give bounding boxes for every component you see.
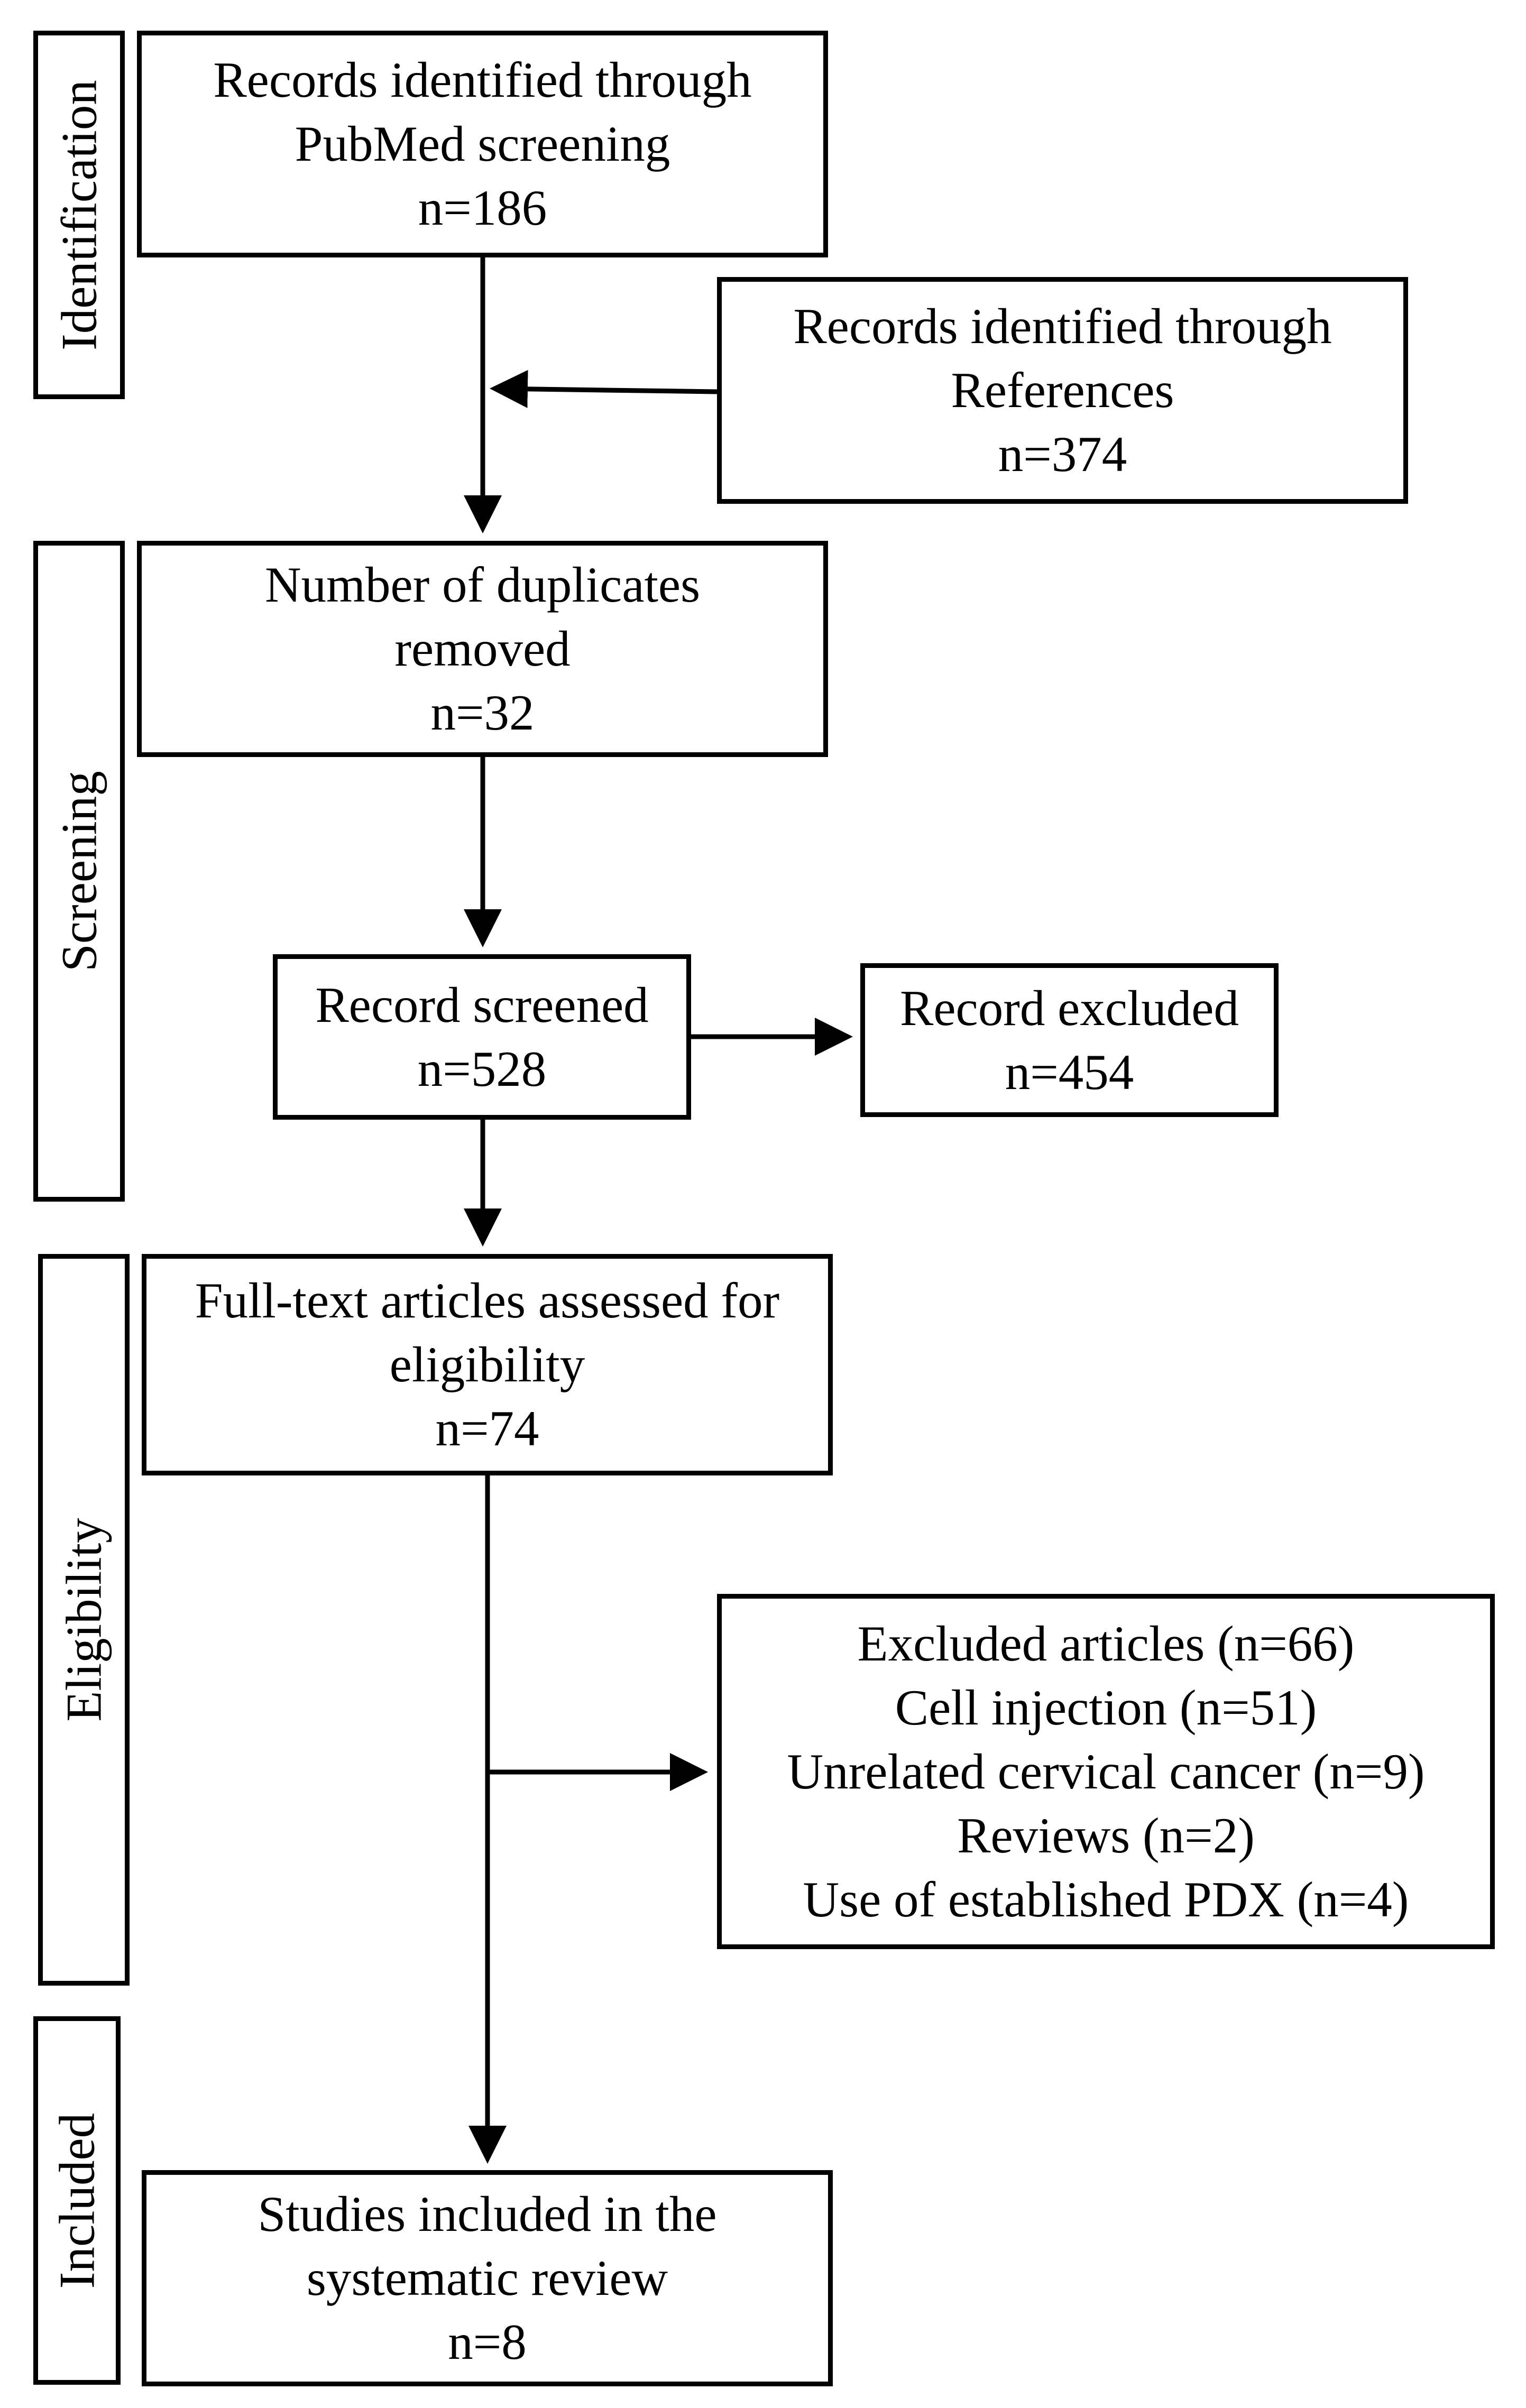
box-records-excluded: Record excluded n=454 — [860, 963, 1279, 1117]
box-records-screened: Record screened n=528 — [273, 954, 691, 1120]
included-line-1: Studies included in the — [258, 2186, 717, 2242]
pubmed-line-1: Records identified through — [213, 52, 752, 108]
fulltext-count: n=74 — [435, 1400, 539, 1456]
references-line-1: Records identified through — [793, 298, 1332, 354]
references-line-2: References — [951, 362, 1174, 418]
box-studies-included: Studies included in the systematic revie… — [142, 2170, 833, 2386]
box-pubmed-records: Records identified through PubMed screen… — [137, 31, 828, 257]
stage-identification: Identification — [33, 31, 125, 399]
pubmed-count: n=186 — [418, 180, 547, 236]
included-count: n=8 — [448, 2314, 527, 2370]
stage-screening: Screening — [33, 541, 125, 1202]
excluded-records-count: n=454 — [1005, 1044, 1134, 1100]
excluded-articles-line-3: Unrelated cervical cancer (n=9) — [787, 1743, 1425, 1800]
box-excluded-articles: Excluded articles (n=66) Cell injection … — [717, 1594, 1495, 1949]
excluded-articles-line-5: Use of established PDX (n=4) — [803, 1871, 1409, 1927]
pubmed-line-2: PubMed screening — [295, 116, 670, 172]
duplicates-line-1: Number of duplicates — [264, 557, 701, 613]
duplicates-count: n=32 — [430, 685, 535, 741]
stage-eligibility: Eligibility — [38, 1254, 130, 1986]
excluded-articles-line-4: Reviews (n=2) — [957, 1807, 1255, 1863]
box-references-records: Records identified through References n=… — [717, 277, 1408, 504]
excluded-articles-line-1: Excluded articles (n=66) — [857, 1615, 1355, 1672]
stage-included: Included — [33, 2016, 121, 2385]
excluded-articles-line-2: Cell injection (n=51) — [895, 1679, 1317, 1736]
duplicates-line-2: removed — [394, 621, 571, 677]
fulltext-line-1: Full-text articles assessed for — [195, 1272, 780, 1328]
screened-count: n=528 — [417, 1040, 547, 1097]
screened-line-1: Record screened — [315, 976, 649, 1033]
references-count: n=374 — [998, 426, 1127, 482]
box-full-text-assessed: Full-text articles assessed for eligibil… — [142, 1254, 833, 1475]
included-line-2: systematic review — [306, 2250, 668, 2306]
fulltext-line-2: eligibility — [389, 1336, 585, 1392]
box-duplicates-removed: Number of duplicates removed n=32 — [137, 541, 828, 757]
excluded-records-line-1: Record excluded — [900, 980, 1239, 1036]
arrow-references-to-main — [490, 370, 718, 408]
